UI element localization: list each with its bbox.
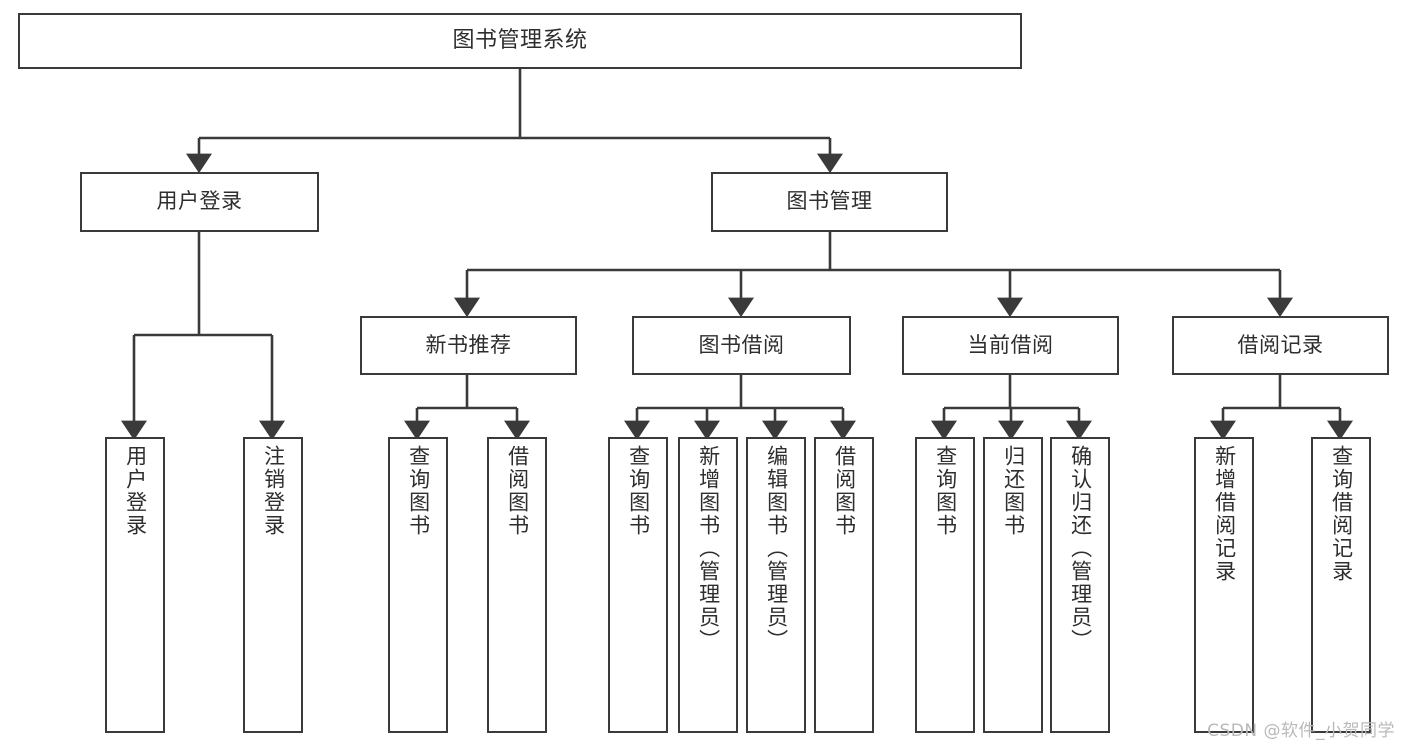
node-label: 图书管理系统 <box>452 27 588 53</box>
watermark-text: CSDN @软件_小贺同学 <box>1207 721 1395 741</box>
node-label: 新增借阅记录 <box>1212 445 1237 583</box>
node-book-management-system[interactable]: 图书管理系统 <box>18 13 1022 69</box>
leaf-query-books-borrow[interactable]: 查询图书 <box>608 437 668 733</box>
node-label: 图书管理 <box>786 189 873 214</box>
node-label: 归还图书 <box>1001 445 1026 537</box>
node-user-login[interactable]: 用户登录 <box>80 172 319 232</box>
node-label: 借阅图书 <box>832 445 857 537</box>
node-new-book-recommendation[interactable]: 新书推荐 <box>360 316 577 375</box>
leaf-return-books[interactable]: 归还图书 <box>983 437 1043 733</box>
node-label: 用户登录 <box>123 445 148 537</box>
leaf-query-books-new[interactable]: 查询图书 <box>388 437 448 733</box>
node-borrow-records[interactable]: 借阅记录 <box>1172 316 1389 375</box>
leaf-add-book-admin[interactable]: 新增图书（管理员） <box>678 437 738 733</box>
node-book-management[interactable]: 图书管理 <box>711 172 948 232</box>
leaf-add-borrow-record[interactable]: 新增借阅记录 <box>1194 437 1254 733</box>
node-label: 当前借阅 <box>967 332 1054 357</box>
node-label: 查询图书 <box>933 445 958 537</box>
node-label: 查询借阅记录 <box>1329 445 1354 583</box>
leaf-query-books-current[interactable]: 查询图书 <box>915 437 975 733</box>
node-label: 查询图书 <box>406 445 431 537</box>
leaf-query-borrow-record[interactable]: 查询借阅记录 <box>1311 437 1371 733</box>
node-label: 新增图书（管理员） <box>696 445 721 652</box>
node-label: 注销登录 <box>261 445 286 537</box>
leaf-borrow-books-new[interactable]: 借阅图书 <box>487 437 547 733</box>
node-label: 新书推荐 <box>425 332 512 357</box>
leaf-borrow-books[interactable]: 借阅图书 <box>814 437 874 733</box>
node-label: 借阅图书 <box>505 445 530 537</box>
leaf-edit-book-admin[interactable]: 编辑图书（管理员） <box>746 437 806 733</box>
node-label: 确认归还（管理员） <box>1068 445 1093 652</box>
node-book-borrowing[interactable]: 图书借阅 <box>632 316 851 375</box>
node-label: 借阅记录 <box>1237 332 1324 357</box>
node-current-borrowing[interactable]: 当前借阅 <box>902 316 1119 375</box>
node-label: 编辑图书（管理员） <box>764 445 789 652</box>
leaf-confirm-return-admin[interactable]: 确认归还（管理员） <box>1050 437 1110 733</box>
node-label: 图书借阅 <box>698 332 785 357</box>
leaf-user-login[interactable]: 用户登录 <box>105 437 165 733</box>
node-label: 用户登录 <box>156 189 243 214</box>
node-label: 查询图书 <box>626 445 651 537</box>
leaf-logout[interactable]: 注销登录 <box>243 437 303 733</box>
